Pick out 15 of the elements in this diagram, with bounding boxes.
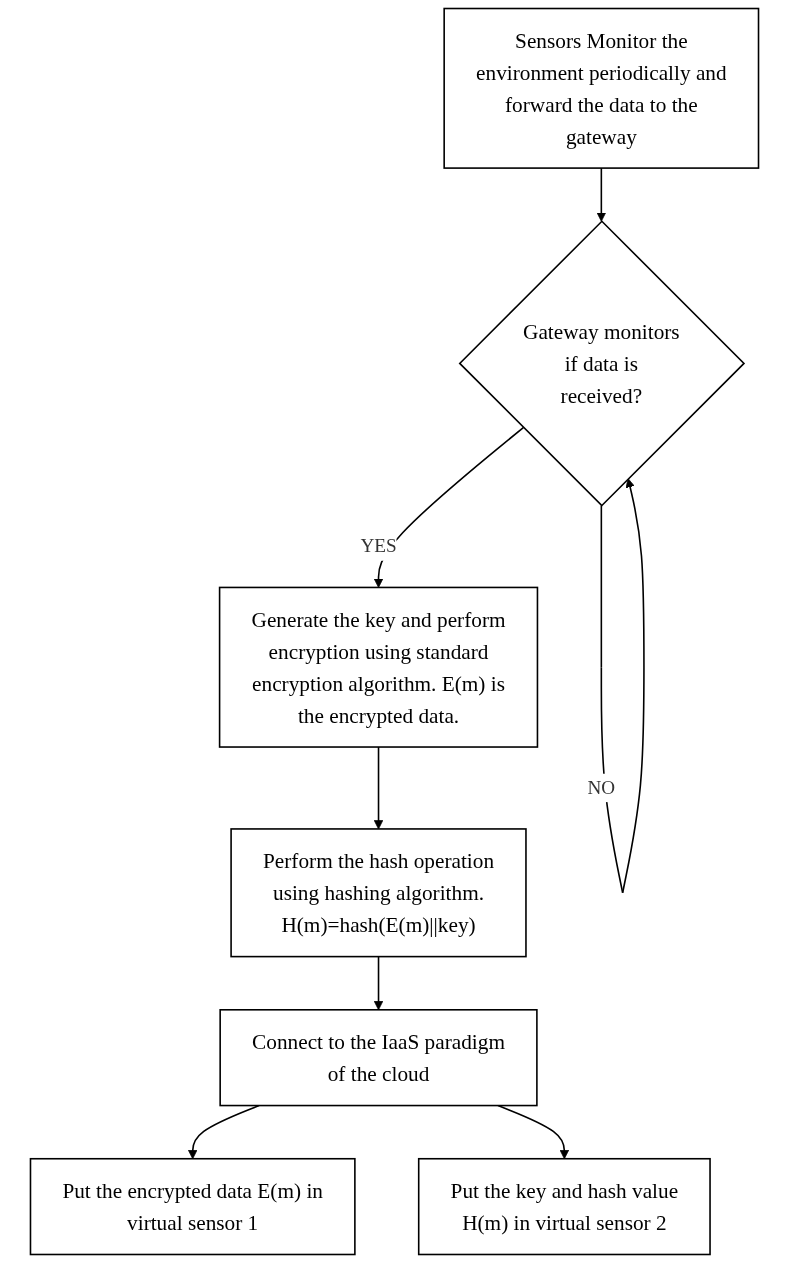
- arrow: [373, 426, 525, 588]
- node-box: Put the encrypted data E(m) in virtual sensor 1: [29, 1157, 356, 1256]
- arrow: [596, 167, 606, 222]
- node-box: Perform the hash operation using hashing algorithm. H(m)=hash(E(m)||key): [230, 828, 527, 958]
- edge-label: NO: [587, 776, 616, 799]
- edge-label: YES: [360, 535, 397, 557]
- arrow: [373, 955, 384, 1011]
- arrow: [188, 1104, 260, 1160]
- node-box: Connect to the IaaS paradigm of the cloud: [219, 1009, 538, 1107]
- arrow: [373, 746, 384, 830]
- node-box: Put the key and hash value H(m) in virtual sensor 2: [417, 1157, 711, 1256]
- node-box: Generate the key and perform encryption using standard encryption algorithm. E(m) is the encrypted data.: [218, 586, 539, 748]
- node-box: Sensors Monitor the environment periodically and forward the data to the gateway: [443, 7, 760, 169]
- node-diamond: Gateway monitors if data is received?: [458, 220, 746, 507]
- arrow: [497, 1104, 570, 1160]
